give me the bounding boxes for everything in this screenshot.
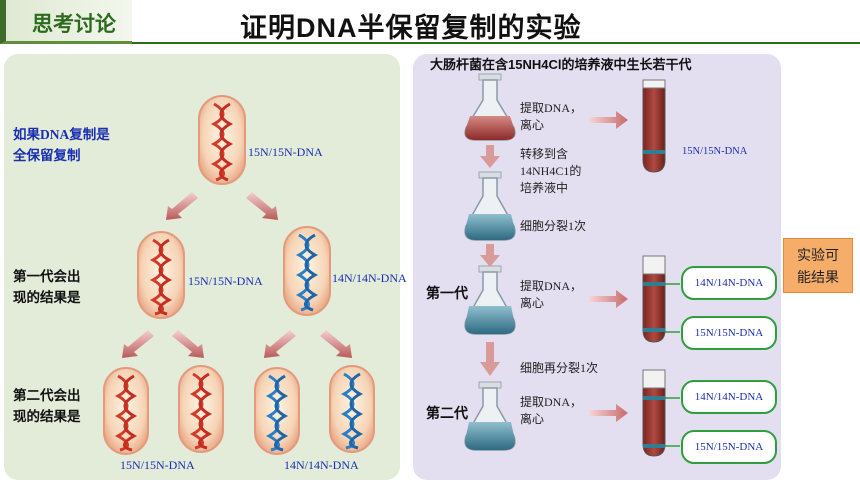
centrifuge-tube-2 — [642, 255, 666, 343]
page-title: 证明DNA半保留复制的实验 — [240, 13, 582, 43]
gen1-dna-heavy: 15N/15N-DNA — [188, 274, 263, 288]
parent-cell — [198, 95, 246, 185]
right-horizontal-arrows — [589, 111, 680, 447]
gen1-question: 第一代会出现的结果是 — [13, 269, 81, 305]
gen2-question: 第二代会出现的结果是 — [13, 388, 81, 424]
right-down-arrows — [480, 145, 500, 376]
gen2-cells — [103, 365, 375, 455]
gen1-label: 第一代 — [426, 287, 468, 302]
gen1-cell-light — [283, 226, 331, 316]
gen1-cell-heavy — [137, 231, 185, 319]
gen1-dna-light: 14N/14N-DNA — [332, 271, 407, 285]
result-box-g2-top[interactable]: 14N/14N-DNA — [681, 380, 777, 414]
result-box-g2-bottom[interactable]: 15N/15N-DNA — [681, 430, 777, 464]
parent-dna-label: 15N/15N-DNA — [248, 145, 323, 159]
section-tag-label: 思考讨论 — [32, 13, 116, 36]
hypothesis-label: 如果DNA复制是全保留复制 — [13, 127, 110, 163]
flask-blue-3 — [464, 381, 516, 451]
gen2-dna-light: 14N/14N-DNA — [284, 458, 359, 472]
flask-blue-2 — [464, 265, 516, 335]
experiment-header: 大肠杆菌在含15NH4Cl的培养液中生长若干代 — [430, 57, 692, 72]
gen2-label: 第二代 — [426, 407, 468, 422]
step3-text: 提取DNA，离心 — [520, 395, 582, 426]
section-tag: 思考讨论 — [0, 0, 132, 44]
tube1-label: 15N/15N-DNA — [682, 146, 748, 157]
flask-red — [464, 73, 516, 141]
centrifuge-tube-3 — [642, 369, 666, 457]
centrifuge-tube-1 — [642, 79, 666, 173]
left-arrows — [122, 192, 352, 358]
header-rule — [132, 42, 860, 44]
divide1-text: 细胞分裂1次 — [520, 219, 587, 233]
flask-blue-1 — [464, 171, 516, 241]
divide2-text: 细胞再分裂1次 — [520, 361, 599, 375]
result-box-g1-bottom[interactable]: 15N/15N-DNA — [681, 316, 777, 350]
possible-results-note: 实验可能结果 — [783, 238, 853, 293]
step2-text: 提取DNA，离心 — [520, 279, 582, 310]
result-box-g1-top[interactable]: 14N/14N-DNA — [681, 266, 777, 300]
step1-text: 提取DNA，离心 — [520, 101, 582, 132]
gen2-dna-heavy: 15N/15N-DNA — [120, 458, 195, 472]
